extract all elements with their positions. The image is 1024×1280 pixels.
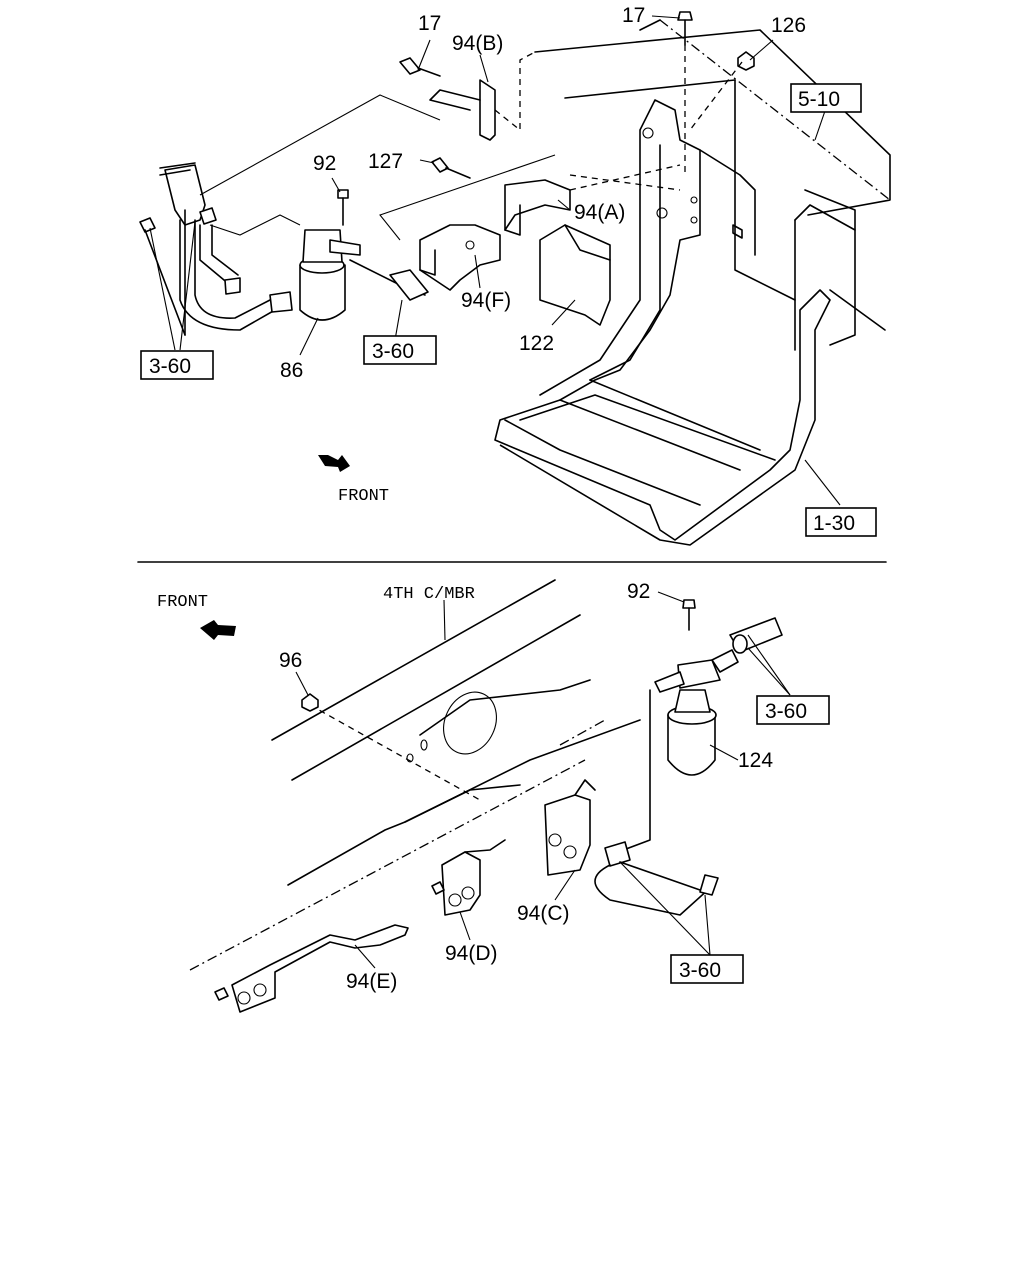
bracket-94b [399,51,536,141]
label-86: 86 [280,359,303,382]
ref-box-1-30 [805,507,877,537]
leader-lines-bottom [295,591,791,969]
cover-122 [539,224,611,326]
ref-label-1-30: 1-30 [813,512,855,535]
bracket-94f [419,224,501,291]
bracket-94c [544,779,596,876]
fuel-hoses-top [139,94,441,336]
label-94c: 94(C) [517,902,570,925]
ref-box-3-60-d [670,954,744,984]
label-94d: 94(D) [445,942,498,965]
fuel-hose-bottom [594,841,719,916]
bracket-94a [379,154,681,241]
nut-96 [301,693,319,712]
label-94a: 94(A) [574,201,625,224]
label-94e: 94(E) [346,970,397,993]
label-front-bottom: FRONT [157,593,208,612]
label-94b: 94(B) [452,32,503,55]
label-17-a: 17 [418,12,441,35]
label-124: 124 [738,749,773,772]
bolt-17-top-right [677,11,693,175]
ref-box-5-10 [790,83,862,113]
label-front-top: FRONT [338,487,389,506]
ref-box-3-60-a [363,335,437,365]
label-4th-crossmember: 4TH C/MBR [383,585,475,604]
label-92-top: 92 [313,152,336,175]
reference-boxes: 5-10 3-60 3-60 1-30 3-60 3-60 [140,83,877,984]
front-arrow-bottom-icon [200,620,236,640]
crossmember-4th [189,579,641,971]
label-92-bottom: 92 [627,580,650,603]
part-labels: 17 94(B) 17 126 92 127 94(A) 94(F) 122 8… [157,4,806,993]
front-arrow-top-icon [318,455,350,472]
fuel-filter-124 [609,599,783,856]
ref-label-3-60-a: 3-60 [372,340,414,363]
leader-lines-top [149,15,841,506]
bracket-94e [214,924,409,1013]
label-122: 122 [519,332,554,355]
ref-label-3-60-d: 3-60 [679,959,721,982]
ref-box-3-60-b [140,350,214,380]
nut-126 [689,51,755,131]
ref-label-3-60-c: 3-60 [765,700,807,723]
fuel-filter-86 [299,189,361,321]
chassis-frame-top [494,19,891,546]
bolt-127 [431,157,471,179]
label-126: 126 [771,14,806,37]
label-96: 96 [279,649,302,672]
ref-label-3-60-b: 3-60 [149,355,191,378]
label-17-b: 17 [622,4,645,27]
label-94f: 94(F) [461,289,511,312]
label-127: 127 [368,150,403,173]
bracket-94d [431,839,506,916]
ref-label-5-10: 5-10 [798,88,840,111]
ref-box-3-60-c [756,695,830,725]
